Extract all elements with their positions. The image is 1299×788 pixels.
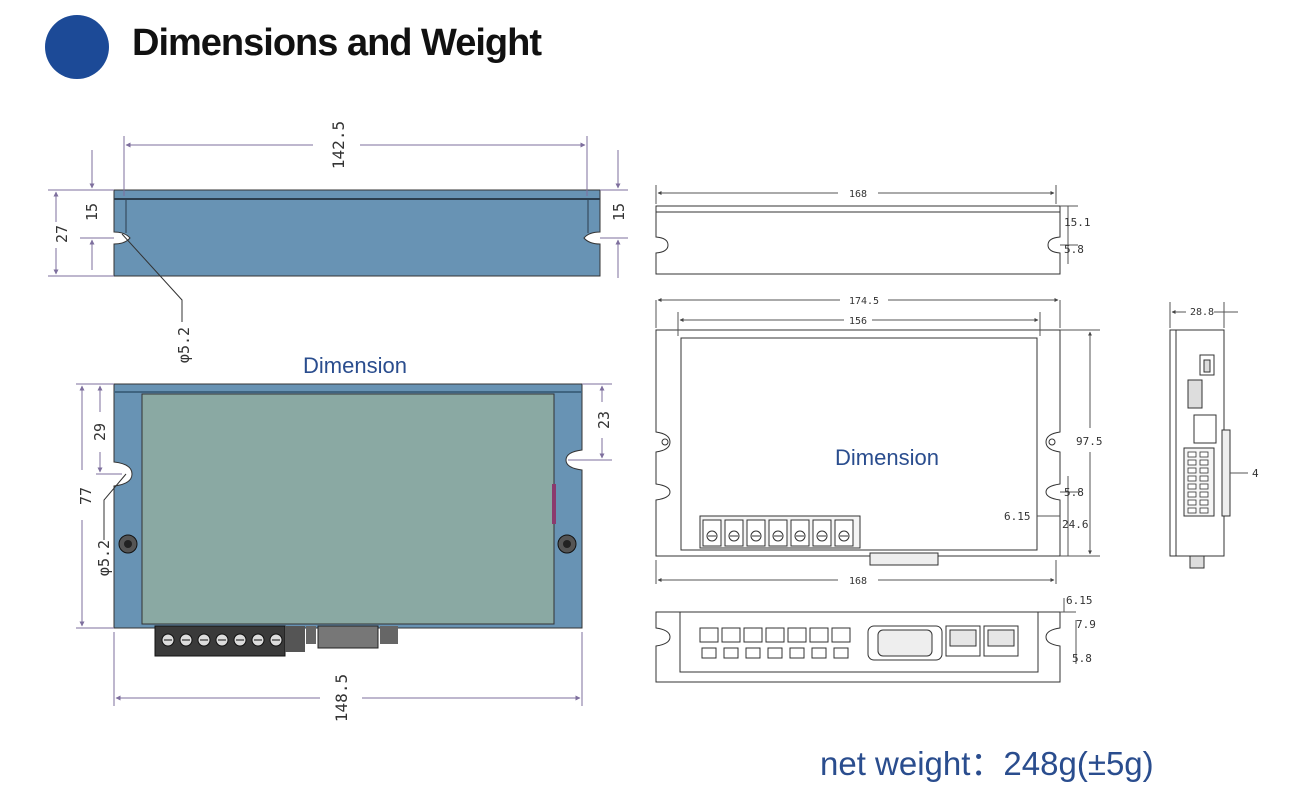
dim-77: 77: [77, 487, 95, 505]
right-bottom-view: [655, 598, 1077, 683]
terminal-slot: [809, 627, 829, 643]
connector-pin: [1187, 467, 1197, 474]
dim-15-1: 15.1: [1064, 216, 1091, 229]
dim-5-8-bottom: 5.8: [1072, 652, 1092, 665]
terminal-slot: [699, 627, 719, 643]
connector-pin: [1187, 475, 1197, 482]
connector-pin: [1199, 451, 1209, 458]
connector-pin: [1199, 459, 1209, 466]
connector-pin: [1187, 507, 1197, 514]
dim-phi-5-2-front: φ5.2: [95, 540, 113, 576]
connector-pin: [1187, 491, 1197, 498]
right-top-view: [655, 185, 1078, 275]
connector-pin: [1199, 507, 1209, 514]
connector-pin: [1187, 459, 1197, 466]
left-dimension-label: Dimension: [303, 353, 407, 378]
connector-pin: [1187, 483, 1197, 490]
dim-29: 29: [91, 423, 109, 441]
right-side-view: [1169, 302, 1248, 569]
dim-15-right: 15: [610, 203, 628, 221]
terminal-slot: [765, 627, 785, 643]
dim-24-6: 24.6: [1062, 518, 1089, 531]
connector-pin: [1199, 499, 1209, 506]
dim-27: 27: [53, 225, 71, 243]
dim-4: 4: [1252, 467, 1259, 480]
terminal-slot: [831, 627, 851, 643]
connector-pin: [1199, 491, 1209, 498]
dim-5-8-top: 5.8: [1064, 243, 1084, 256]
dim-148-5: 148.5: [332, 674, 351, 722]
dim-168-bottom: 168: [849, 576, 867, 587]
dim-6-15-bottom: 6.15: [1066, 594, 1093, 607]
dim-15-left: 15: [83, 203, 101, 221]
right-dimension-label: Dimension: [835, 445, 939, 470]
connector-pin: [1199, 475, 1209, 482]
dim-174-5: 174.5: [849, 296, 879, 307]
page-title: Dimensions and Weight: [132, 22, 542, 64]
header-bullet-icon: [45, 15, 109, 79]
dim-6-15-front: 6.15: [1004, 510, 1031, 523]
connector-pin: [1187, 451, 1197, 458]
dim-5-8-front: 5.8: [1064, 486, 1084, 499]
dim-28-8: 28.8: [1190, 307, 1214, 318]
dim-142-5: 142.5: [329, 121, 348, 169]
net-weight-text: net weight：248g(±5g): [820, 745, 1154, 782]
dim-phi-5-2-top: φ5.2: [175, 327, 193, 363]
dim-97-5: 97.5: [1076, 435, 1103, 448]
dim-7-9: 7.9: [1076, 618, 1096, 631]
terminal-slot: [787, 627, 807, 643]
connector-pin: [1199, 467, 1209, 474]
connector-pin: [1187, 499, 1197, 506]
left-top-view: 142.5 27 15 15 φ5.2: [48, 121, 628, 363]
right-front-view: [655, 298, 1100, 584]
connector-pin: [1199, 483, 1209, 490]
dim-156: 156: [849, 316, 867, 327]
terminal-slot: [721, 627, 741, 643]
left-front-view: 77 29 φ5.2 23 148.5: [76, 383, 613, 722]
dim-23: 23: [595, 411, 613, 429]
terminal-slot: [743, 627, 763, 643]
dim-168-top: 168: [849, 189, 867, 200]
